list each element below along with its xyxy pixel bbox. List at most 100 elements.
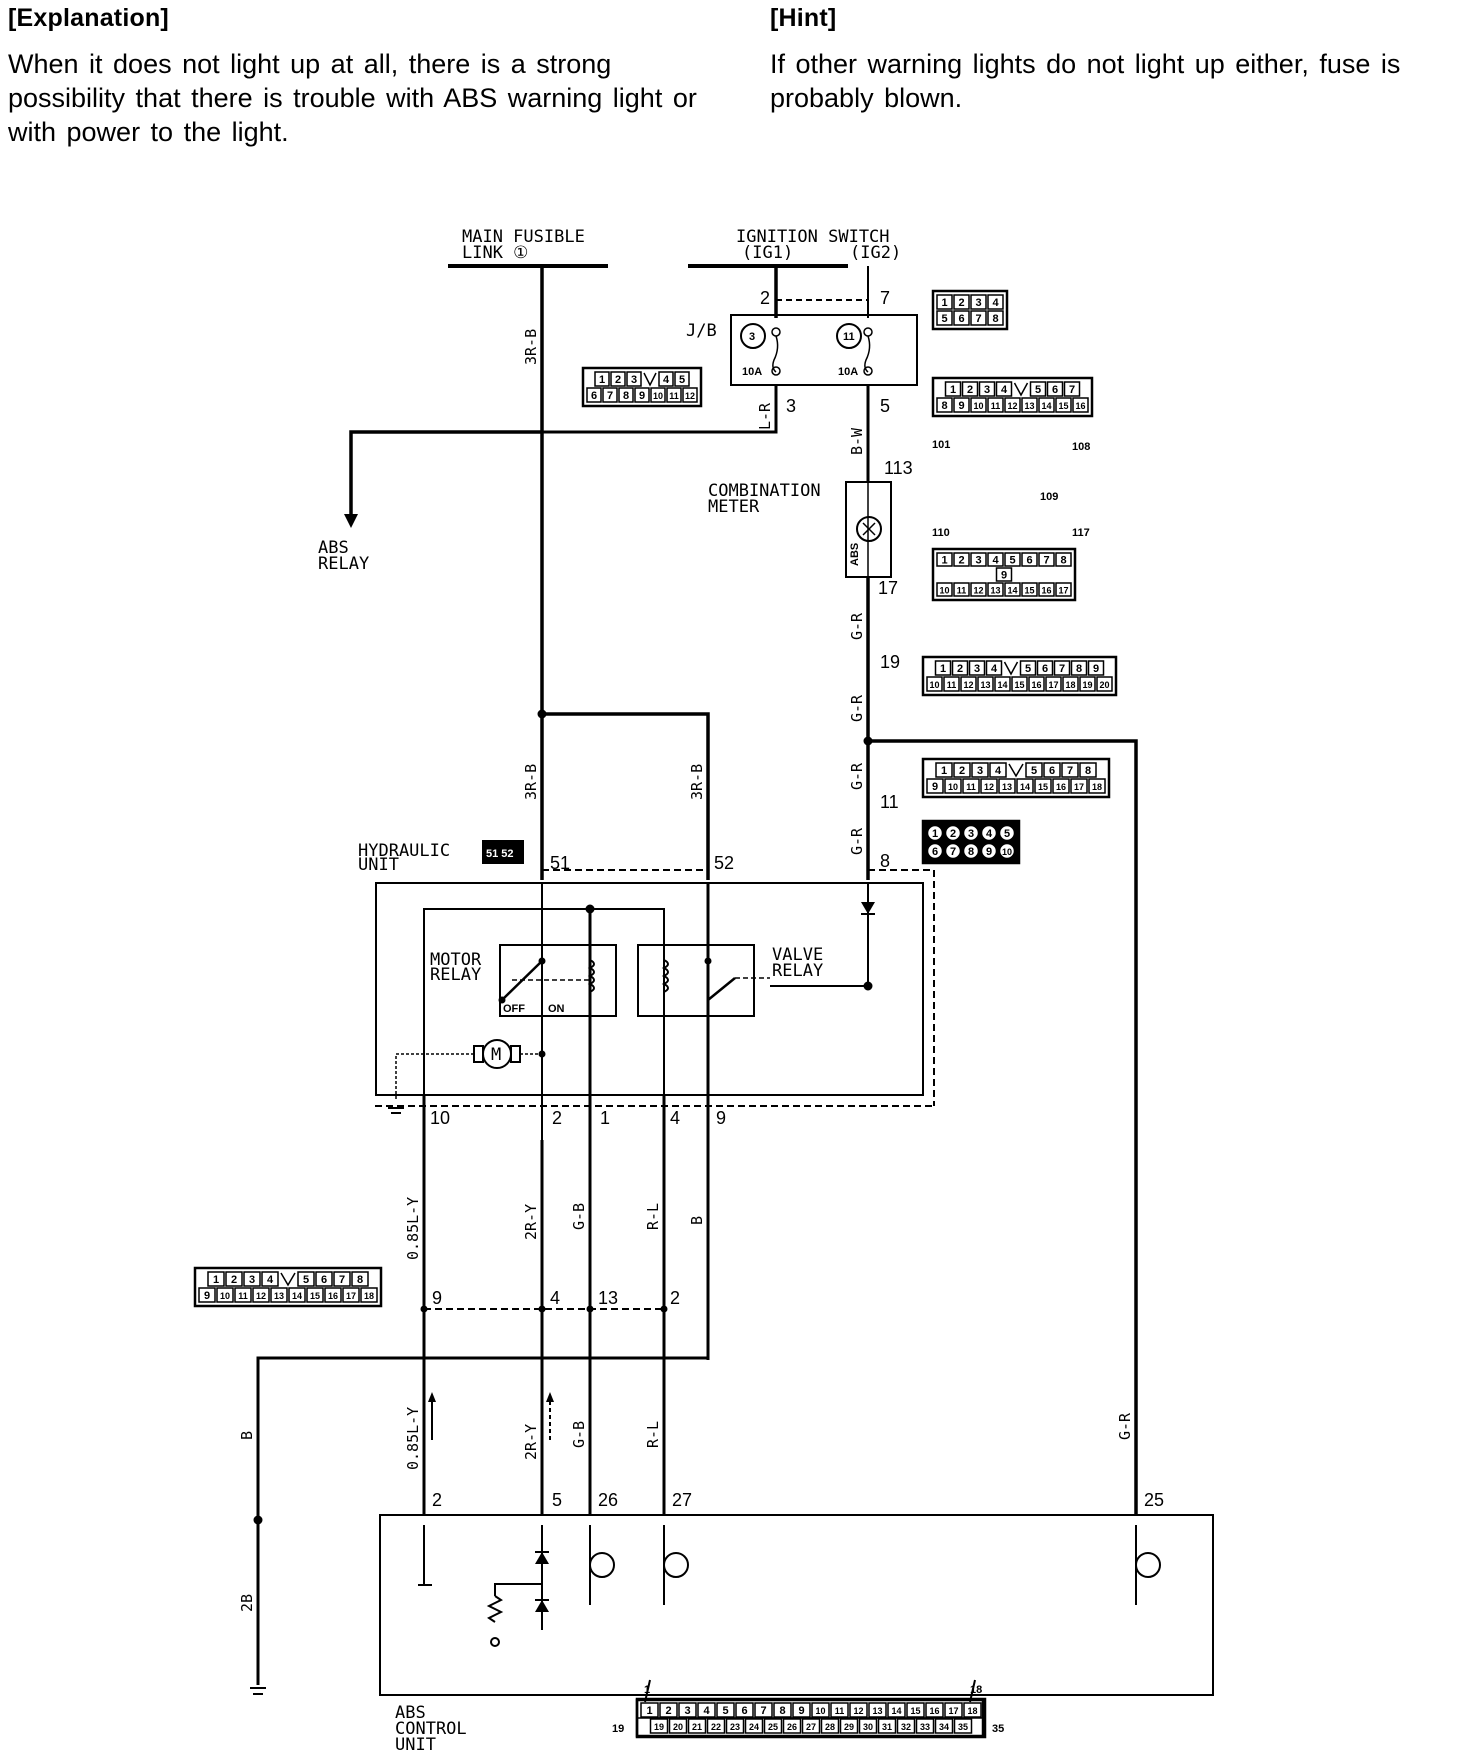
connector-pin-label: 7 xyxy=(950,846,956,858)
connector-pin xyxy=(1021,582,1038,597)
connector-pin xyxy=(216,1287,234,1303)
pin-number: 9 xyxy=(716,1108,726,1128)
connector-pin xyxy=(987,310,1004,326)
connector-pin xyxy=(934,1718,954,1734)
connector-pin xyxy=(297,1271,315,1287)
connector-pin-label: 7 xyxy=(1043,555,1049,567)
connector-pin-label: 5 xyxy=(1025,663,1031,675)
connector-pin xyxy=(970,397,987,413)
connector-pin xyxy=(360,1287,378,1303)
connector-pin-label: 9 xyxy=(639,390,645,402)
motor-label: M xyxy=(491,1045,501,1065)
connector-pin xyxy=(1019,660,1037,676)
connector-pin-label: 11 xyxy=(947,680,957,690)
connector-pin-label: 13 xyxy=(990,586,1000,596)
connector-pin-label: 18 xyxy=(364,1291,374,1301)
connector-pin xyxy=(987,397,1004,413)
pin-number: 13 xyxy=(598,1288,618,1308)
hint-text: If other warning lights do not light up … xyxy=(770,49,1401,113)
connector-pin-label: 12 xyxy=(853,1706,863,1716)
wire-label: 3R-B xyxy=(688,764,706,800)
connector-pin-label: 1 xyxy=(941,765,947,777)
hydraulic-unit-label-2: UNIT xyxy=(358,855,399,875)
connector-pin xyxy=(980,824,998,842)
connector-key xyxy=(1013,382,1029,397)
connector-pin-label: 32 xyxy=(901,1722,911,1732)
connector-pin xyxy=(1038,552,1055,567)
connector-pin-label: 7 xyxy=(1059,663,1065,675)
connector-pin-label: 10 xyxy=(220,1291,230,1301)
connector-pin-label: 7 xyxy=(607,390,613,402)
connector-pin xyxy=(944,842,962,860)
connector-pin-label: 14 xyxy=(891,1706,901,1716)
connector-pin xyxy=(925,1702,944,1718)
wire-label: G-R xyxy=(848,762,866,790)
wire-label: R-L xyxy=(644,1203,662,1230)
connector-pin-label: 7 xyxy=(1067,765,1073,777)
valve-relay-label-2: RELAY xyxy=(772,961,823,981)
transistor-icon-27 xyxy=(663,1552,689,1578)
connector-key xyxy=(280,1272,296,1287)
wire-lr xyxy=(542,385,778,434)
connector-pin xyxy=(1016,778,1034,794)
connector-pin xyxy=(1028,676,1045,692)
connector-pin-label: 8 xyxy=(779,1705,785,1717)
connector-pin xyxy=(270,1287,288,1303)
connector-pin xyxy=(968,660,986,676)
connector-pin xyxy=(1052,778,1070,794)
connector-pin xyxy=(995,567,1013,582)
connector-key xyxy=(1003,661,1019,676)
connector-pin-label: 7 xyxy=(1069,384,1075,396)
connector-pin-label: 2 xyxy=(958,297,964,309)
connector-pin-label: 12 xyxy=(685,391,695,401)
connector-pin-label: 10 xyxy=(948,782,958,792)
main-fusible-link-label-2: LINK ① xyxy=(462,243,528,263)
connector-pin-label: 10 xyxy=(929,680,939,690)
abs-warning-lamp-icon xyxy=(856,516,882,542)
connector-pin xyxy=(987,552,1004,567)
wire-label: 2B xyxy=(238,1594,256,1612)
abs-control-unit-label: ABS xyxy=(395,1703,426,1723)
ig1-label: (IG1) xyxy=(742,243,793,263)
connector-pin xyxy=(351,1271,369,1287)
combination-meter-label-2: METER xyxy=(708,497,760,517)
connector-pin xyxy=(962,842,980,860)
connector-pin xyxy=(1021,552,1038,567)
pin-number: 8 xyxy=(880,851,890,871)
connector-pin-label: 18 xyxy=(1065,680,1075,690)
connector-pin-label: 3 xyxy=(684,1705,690,1717)
connector-pin-label: 18 xyxy=(967,1706,977,1716)
connector-pin xyxy=(987,294,1004,310)
connector-pin xyxy=(207,1271,225,1287)
connector-pin xyxy=(935,762,953,778)
connector-pin-label: 22 xyxy=(711,1722,721,1732)
wire-label: G-R xyxy=(1116,1412,1134,1440)
connector-pin xyxy=(936,294,953,310)
pin-number: 51 xyxy=(550,853,570,873)
connector-pin-label: 11 xyxy=(238,1291,248,1301)
connector-pin-label: 15 xyxy=(1038,782,1048,792)
connector-pin xyxy=(970,310,987,326)
pin-number: 110 xyxy=(932,527,950,539)
explanation-section: [Explanation] When it does not light up … xyxy=(8,0,708,149)
transistor-icon-26 xyxy=(589,1552,615,1578)
connector-pin xyxy=(1038,582,1055,597)
connector-pin xyxy=(792,1702,811,1718)
connector-pin xyxy=(288,1287,306,1303)
wire-abs-relay-branch xyxy=(349,430,542,520)
ignition-switch-label: IGNITION SWITCH xyxy=(736,227,890,247)
connector-pin-label: 4 xyxy=(995,765,1002,777)
connector-pin-label: 6 xyxy=(1026,555,1032,567)
explanation-heading: [Explanation] xyxy=(8,4,169,32)
connector-pin xyxy=(261,1271,279,1287)
connector-pin-label: 3 xyxy=(631,374,637,386)
connector-pin-label: 4 xyxy=(703,1705,710,1717)
connector-pin xyxy=(1034,778,1052,794)
connector-pin xyxy=(1045,676,1062,692)
connector-pin xyxy=(306,1287,324,1303)
connector-pin xyxy=(951,660,969,676)
pin-number: 4 xyxy=(670,1108,680,1128)
connector-pin xyxy=(333,1271,351,1287)
